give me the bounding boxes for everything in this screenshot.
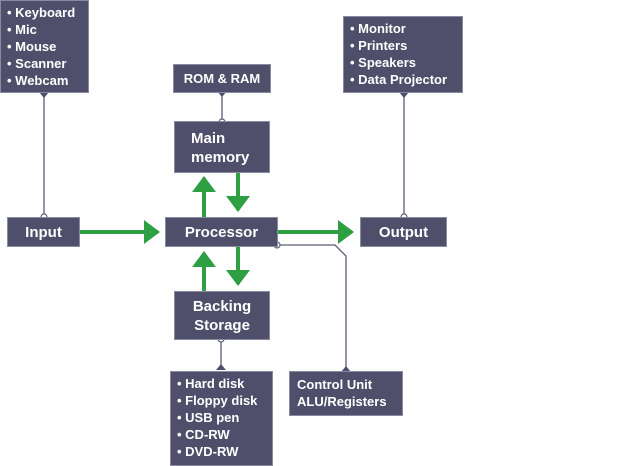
storage-device-item: CD-RW [177, 426, 266, 443]
processor-part-item: Control Unit [297, 377, 373, 392]
output-device-item: Data Projector [350, 71, 456, 88]
main-memory-label-line2: memory [191, 149, 250, 166]
processor-label: Processor [184, 223, 259, 241]
output-devices-box: Monitor Printers Speakers Data Projector [344, 17, 462, 92]
backing-storage-label-line1: Backing [192, 298, 252, 315]
storage-devices-box: Hard disk Floppy disk USB pen CD-RW DVD-… [171, 372, 272, 465]
output-label: Output [378, 223, 429, 241]
storage-device-item: Hard disk [177, 375, 266, 392]
pointer-processor-parts [341, 366, 351, 372]
input-device-item: Mouse [7, 38, 82, 55]
pointer-memory-types [217, 91, 227, 97]
output-node: Output [361, 218, 446, 246]
input-device-item: Keyboard [7, 4, 82, 21]
input-node: Input [8, 218, 79, 246]
processor-part-item: ALU/Registers [297, 394, 387, 409]
backing-storage-label-line2: Storage [194, 317, 250, 334]
input-device-item: Mic [7, 21, 82, 38]
processor-node: Processor [166, 218, 277, 246]
input-device-item: Webcam [7, 72, 82, 89]
processor-parts-box: Control Unit ALU/Registers [290, 372, 402, 415]
input-device-item: Scanner [7, 55, 82, 72]
pointer-input-devices [39, 92, 49, 98]
output-device-item: Speakers [350, 54, 456, 71]
output-device-item: Printers [350, 37, 456, 54]
backing-storage-node: Backing Storage [175, 292, 269, 339]
memory-types-box: ROM & RAM [174, 65, 270, 92]
main-memory-label-line1: Main [191, 130, 226, 147]
input-devices-box: Keyboard Mic Mouse Scanner Webcam [1, 1, 88, 92]
storage-device-item: Floppy disk [177, 392, 266, 409]
input-label: Input [25, 223, 62, 241]
main-memory-node: Main memory [175, 122, 269, 172]
connector-processor-parts [277, 244, 347, 372]
pointer-storage-devices [216, 364, 226, 370]
storage-device-item: USB pen [177, 409, 266, 426]
pointer-output-devices [399, 92, 409, 98]
storage-device-item: DVD-RW [177, 443, 266, 460]
memory-types-label: ROM & RAM [183, 71, 261, 86]
output-device-item: Monitor [350, 20, 456, 37]
